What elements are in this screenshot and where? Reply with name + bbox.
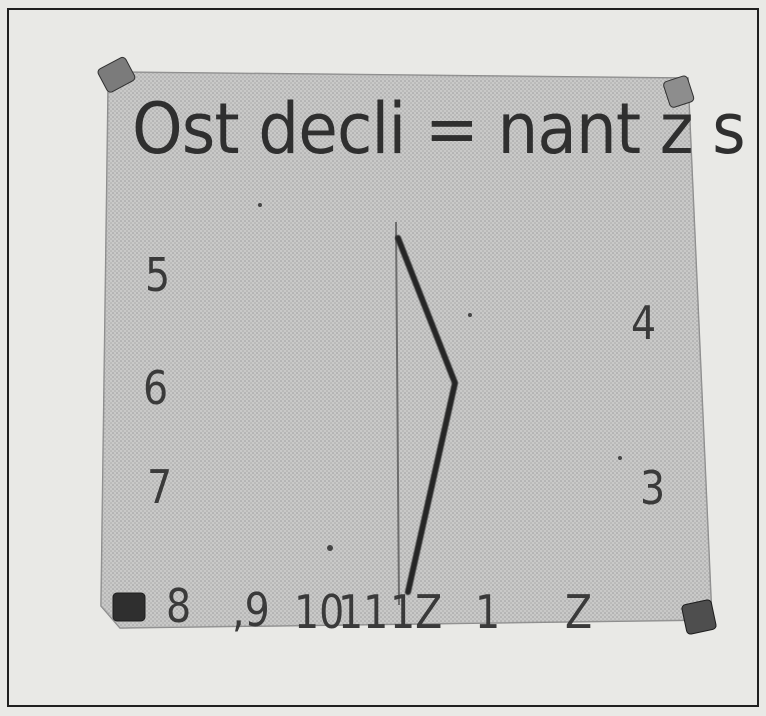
hour-3-label: 3 — [640, 461, 666, 515]
gnomon — [395, 221, 458, 606]
bolt-bottom-right — [681, 599, 717, 635]
hour-8-label: 8 — [166, 579, 192, 633]
hour-10-label: 10 — [294, 585, 345, 639]
hour-2-label: Z — [565, 585, 593, 639]
bolt-bottom-left — [112, 592, 146, 622]
hour-7-label: 7 — [147, 460, 173, 514]
hour-5-label: 5 — [145, 248, 171, 302]
bolt-top-right — [663, 75, 695, 108]
bolt-top-left — [97, 56, 136, 93]
hour-6-label: 6 — [143, 361, 169, 415]
gnomon-base-line — [395, 221, 400, 606]
photo-frame — [7, 8, 759, 707]
hour-1-label: 1 — [475, 585, 501, 639]
plate-tint — [101, 72, 712, 628]
sundial-title: Ost decli = nant z s — [132, 88, 746, 170]
sundial-dial-plate — [100, 71, 713, 629]
surface-marks — [258, 203, 622, 551]
corner-bolts — [97, 56, 717, 635]
hour-4-label: 4 — [631, 296, 657, 350]
hour-11-label: 11 — [338, 585, 389, 639]
hour-9-label: ,9 — [232, 583, 270, 637]
hour-12-label: 1Z — [390, 585, 443, 639]
gnomon-rod — [395, 235, 458, 595]
